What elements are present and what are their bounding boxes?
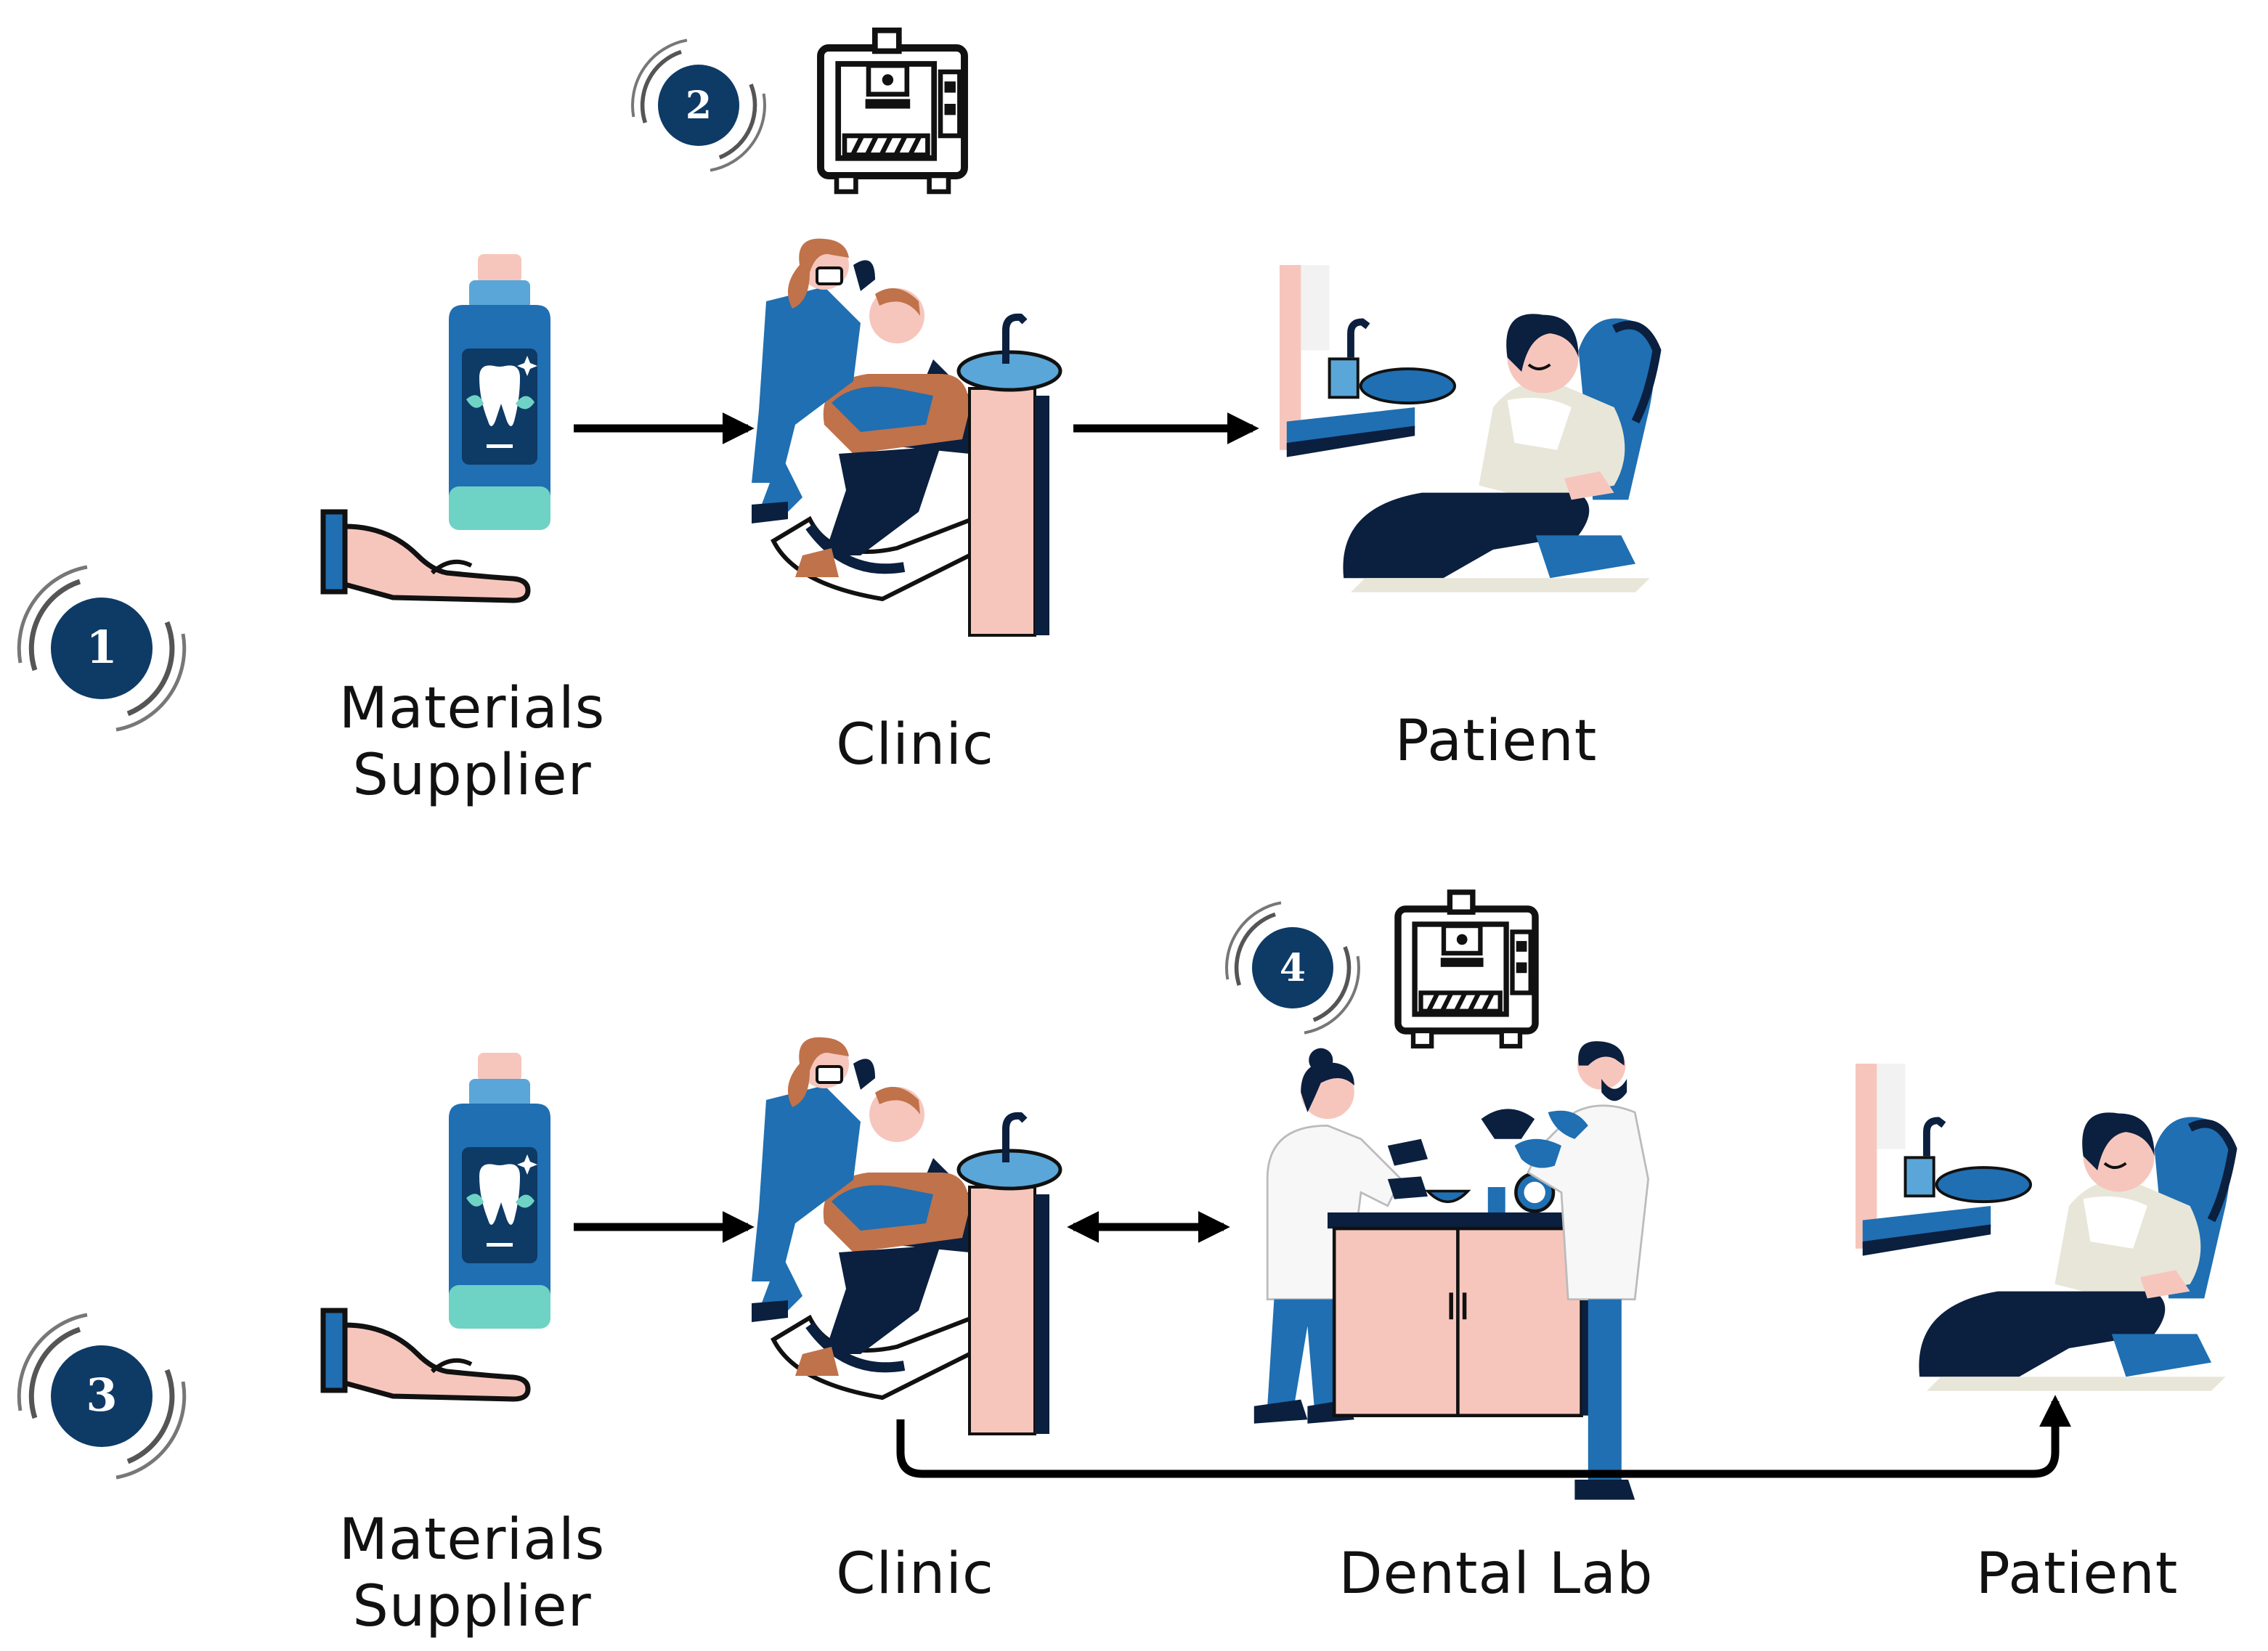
3d-printer-icon bbox=[1398, 892, 1535, 1046]
badge-3: 3 bbox=[19, 1315, 184, 1477]
badge-4-label: 4 bbox=[1280, 946, 1306, 990]
badge-4: 4 bbox=[1227, 902, 1359, 1032]
badge-3-label: 3 bbox=[86, 1369, 117, 1422]
badge-1: 1 bbox=[19, 567, 184, 730]
label-patient-row1: Patient bbox=[1394, 709, 1598, 774]
mouthwash-bottle-icon bbox=[449, 254, 550, 530]
badge-1-label: 1 bbox=[86, 621, 117, 674]
label-clinic-row1: Clinic bbox=[836, 712, 994, 778]
patient-in-chair-icon bbox=[1856, 1064, 2232, 1391]
patient-in-chair-icon bbox=[1280, 265, 1657, 592]
label-patient-row2: Patient bbox=[1975, 1541, 2179, 1607]
dentist-with-patient-icon bbox=[752, 1038, 1060, 1434]
3d-printer-icon bbox=[821, 30, 964, 192]
label-dental-lab: Dental Lab bbox=[1338, 1541, 1654, 1607]
label-materials-supplier-row2: Materials Supplier bbox=[338, 1507, 606, 1639]
badge-2: 2 bbox=[633, 40, 765, 170]
label-materials-supplier-row1: Materials Supplier bbox=[338, 676, 606, 808]
mouthwash-bottle-icon bbox=[449, 1053, 550, 1329]
dental-lab-technicians-icon bbox=[1254, 1041, 1649, 1499]
badge-2-label: 2 bbox=[686, 83, 712, 128]
label-clinic-row2: Clinic bbox=[836, 1541, 994, 1607]
arrow-clinic-to-patient-bypass bbox=[896, 1395, 2071, 1478]
dentist-with-patient-icon bbox=[752, 239, 1060, 635]
